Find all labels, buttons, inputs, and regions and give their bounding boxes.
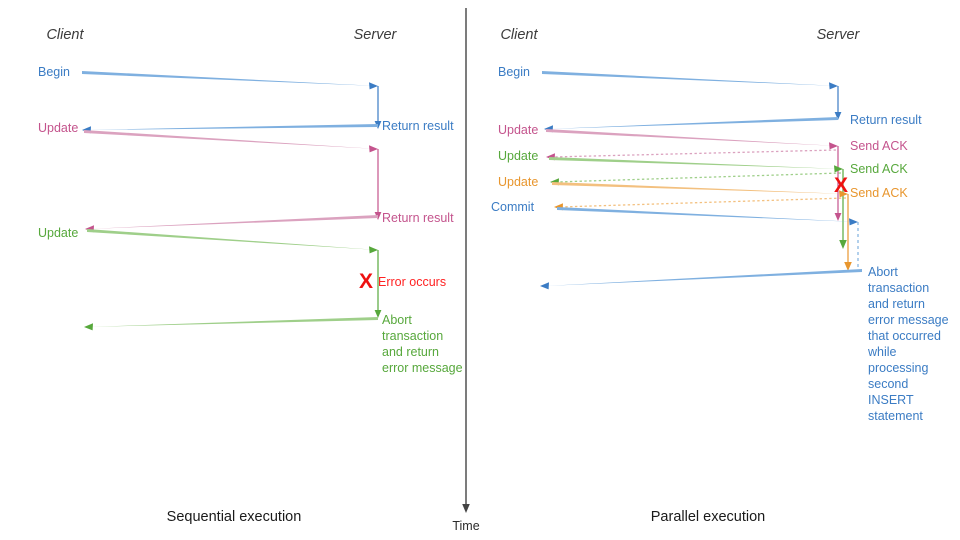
sequential-return1-arrow-body	[85, 124, 378, 130]
sequential-error-occurs-label: Error occurs	[378, 275, 446, 289]
parallel-client-actor-label: Client	[500, 27, 538, 43]
sequential-update1-arrow-body	[84, 130, 378, 149]
parallel-server-note: Abort transaction and return error messa…	[867, 265, 949, 423]
parallel-update1-arrow-body	[546, 129, 838, 146]
sequential-note-line-3: error message	[382, 361, 463, 375]
parallel-note-line-9: statement	[868, 409, 923, 423]
parallel-note-line-4: that occurred	[868, 329, 941, 343]
sequential-return2-arrow-body	[88, 215, 378, 229]
panel-parallel: Client Server Begin Return result Update	[491, 27, 949, 525]
parallel-message-update-3: Update	[498, 175, 848, 198]
parallel-ack3-arrow-body	[559, 197, 847, 208]
parallel-blue-lifeline-arrowhead	[834, 112, 842, 120]
sequential-message-update-2: Update	[38, 226, 378, 254]
parallel-update-1-label: Update	[498, 123, 538, 137]
sequential-panel-caption: Sequential execution	[167, 509, 302, 525]
parallel-update2-arrow-body	[549, 157, 843, 169]
parallel-commit-arrow-body	[557, 207, 858, 222]
parallel-commit-label: Commit	[491, 200, 535, 214]
panel-sequential: Client Server Begin Return result Update	[38, 27, 463, 525]
sequential-message-update-1: Update	[38, 121, 378, 153]
parallel-note-line-7: second	[868, 377, 908, 391]
parallel-message-send-ack-1: Send ACK	[546, 139, 908, 161]
error-x-icon: X	[834, 174, 848, 197]
parallel-return-result-label: Return result	[850, 113, 922, 127]
sequential-message-return-result-2: Return result	[85, 211, 454, 233]
sequential-error-marker: X Error occurs	[359, 270, 446, 293]
sequential-return-result-2-label: Return result	[382, 211, 454, 225]
parallel-ack2-arrow-body	[555, 172, 842, 183]
parallel-note-line-3: error message	[868, 313, 949, 327]
sequential-server-note: Abort transaction and return error messa…	[382, 313, 463, 375]
parallel-update3-arrow-body	[552, 182, 848, 194]
parallel-message-abort	[540, 269, 862, 290]
sequential-update2-arrow-body	[87, 229, 378, 250]
error-x-icon: X	[359, 270, 373, 293]
parallel-message-update-2: Update	[498, 149, 843, 173]
sequential-server-actor-label: Server	[354, 27, 398, 43]
parallel-begin-arrowhead	[829, 82, 838, 90]
time-axis-label: Time	[452, 519, 479, 533]
sequential-note-line-1: transaction	[382, 329, 443, 343]
parallel-message-commit: Commit	[491, 200, 858, 226]
sequential-update2-arrowhead	[369, 246, 378, 254]
parallel-note-line-8: INSERT	[868, 393, 914, 407]
sequential-begin-label: Begin	[38, 65, 70, 79]
sequential-return-result-1-label: Return result	[382, 119, 454, 133]
parallel-update3-arrowhead	[839, 190, 848, 198]
time-axis: Time	[452, 8, 480, 533]
parallel-message-return-result: Return result	[544, 113, 922, 133]
sequential-update-2-label: Update	[38, 226, 78, 240]
parallel-note-line-0: Abort	[868, 265, 898, 279]
parallel-message-begin: Begin	[498, 65, 838, 90]
parallel-ack1-arrow-body	[551, 149, 837, 158]
parallel-return-arrow-body	[548, 117, 838, 129]
sequential-message-return-result-1: Return result	[82, 119, 454, 134]
parallel-update1-arrowhead	[829, 142, 838, 150]
parallel-abort-arrow-body	[545, 269, 862, 286]
parallel-message-update-1: Update	[498, 123, 838, 150]
sequential-message-begin: Begin	[38, 65, 378, 90]
parallel-green-lifeline-arrowhead	[839, 240, 847, 249]
parallel-orange-lifeline-arrowhead	[844, 262, 852, 271]
sequential-abort-arrow-body	[88, 317, 378, 327]
parallel-begin-arrow-body	[542, 71, 838, 86]
parallel-pink-lifeline-arrowhead	[834, 213, 842, 221]
parallel-update-3-label: Update	[498, 175, 538, 189]
parallel-update2-arrowhead	[834, 165, 843, 173]
parallel-note-line-6: processing	[868, 361, 928, 375]
sequential-update1-arrowhead	[369, 145, 378, 153]
parallel-begin-label: Begin	[498, 65, 530, 79]
sequential-client-actor-label: Client	[46, 27, 84, 43]
parallel-server-actor-label: Server	[817, 27, 861, 43]
sequential-note-line-0: Abort	[382, 313, 412, 327]
parallel-note-line-5: while	[867, 345, 897, 359]
sequential-abort-arrowhead	[84, 323, 93, 331]
parallel-send-ack-2-label: Send ACK	[850, 162, 908, 176]
sequential-begin-arrowhead	[369, 82, 378, 90]
parallel-abort-arrowhead	[540, 282, 549, 290]
parallel-note-line-2: and return	[868, 297, 925, 311]
sequential-message-abort	[84, 317, 378, 331]
parallel-note-line-1: transaction	[868, 281, 929, 295]
parallel-error-marker: X	[834, 174, 848, 197]
sequential-green-lifeline-arrowhead	[374, 310, 382, 318]
time-axis-arrowhead	[462, 504, 470, 513]
parallel-update-2-label: Update	[498, 149, 538, 163]
parallel-send-ack-3-label: Send ACK	[850, 186, 908, 200]
sequential-note-line-2: and return	[382, 345, 439, 359]
sequential-update-1-label: Update	[38, 121, 78, 135]
parallel-panel-caption: Parallel execution	[651, 509, 765, 525]
parallel-send-ack-1-label: Send ACK	[850, 139, 908, 153]
sequential-begin-arrow-body	[82, 71, 378, 86]
parallel-commit-arrowhead	[849, 218, 858, 226]
